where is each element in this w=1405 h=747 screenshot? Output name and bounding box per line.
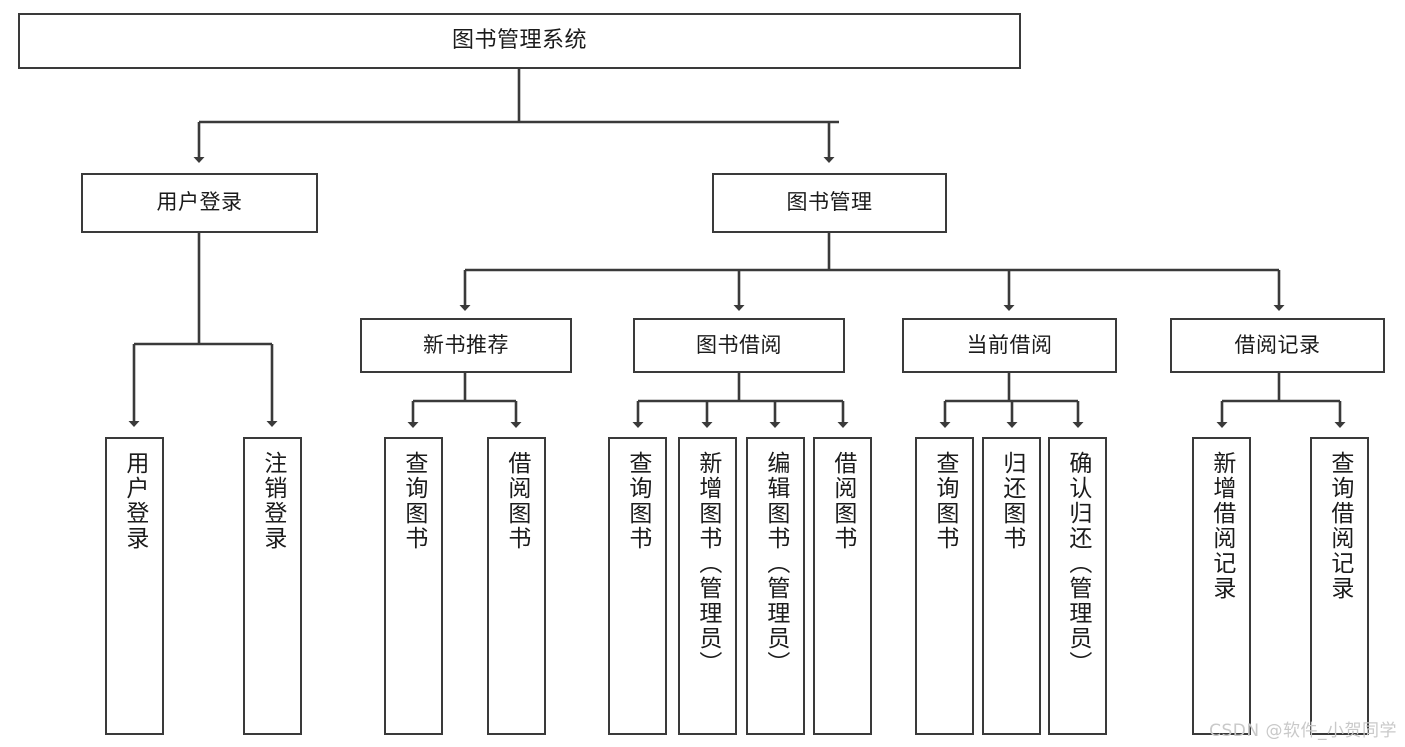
node-leaf-borrow-book-2-label: 借阅图书: [829, 451, 856, 551]
node-borrow-record[interactable]: 借阅记录: [1170, 318, 1385, 373]
node-leaf-query-book-3-label: 查询图书: [931, 451, 958, 551]
csdn-watermark: CSDN @软件_小贺同学: [1209, 721, 1397, 741]
node-leaf-return-book[interactable]: 归还图书: [982, 437, 1041, 735]
node-leaf-add-record[interactable]: 新增借阅记录: [1192, 437, 1251, 735]
node-borrow-record-label: 借阅记录: [1234, 332, 1321, 357]
node-root[interactable]: 图书管理系统: [18, 13, 1021, 69]
node-leaf-logout-login[interactable]: 注销登录: [243, 437, 302, 735]
node-book-borrow[interactable]: 图书借阅: [633, 318, 845, 373]
node-leaf-query-book-1[interactable]: 查询图书: [384, 437, 443, 735]
node-user-login[interactable]: 用户登录: [81, 173, 318, 233]
node-new-book-recommend-label: 新书推荐: [423, 332, 509, 357]
node-book-management-label: 图书管理: [786, 190, 873, 215]
node-leaf-confirm-return-label: 确认归还（管理员）: [1064, 451, 1091, 676]
node-leaf-user-login-label: 用户登录: [121, 451, 148, 551]
node-leaf-query-record-label: 查询借阅记录: [1326, 451, 1353, 601]
node-leaf-borrow-book-1[interactable]: 借阅图书: [487, 437, 546, 735]
node-leaf-add-book-label: 新增图书（管理员）: [694, 451, 721, 676]
node-book-management[interactable]: 图书管理: [712, 173, 947, 233]
node-leaf-query-book-3[interactable]: 查询图书: [915, 437, 974, 735]
node-current-borrow-label: 当前借阅: [966, 332, 1053, 357]
node-user-login-label: 用户登录: [156, 190, 243, 215]
node-leaf-add-book[interactable]: 新增图书（管理员）: [678, 437, 737, 735]
node-leaf-return-book-label: 归还图书: [998, 451, 1025, 551]
node-leaf-confirm-return[interactable]: 确认归还（管理员）: [1048, 437, 1107, 735]
node-leaf-logout-login-label: 注销登录: [259, 451, 286, 551]
node-new-book-recommend[interactable]: 新书推荐: [360, 318, 572, 373]
node-leaf-edit-book-label: 编辑图书（管理员）: [762, 451, 789, 676]
node-leaf-query-record[interactable]: 查询借阅记录: [1310, 437, 1369, 735]
node-leaf-edit-book[interactable]: 编辑图书（管理员）: [746, 437, 805, 735]
node-leaf-query-book-1-label: 查询图书: [400, 451, 427, 551]
node-current-borrow[interactable]: 当前借阅: [902, 318, 1117, 373]
node-root-label: 图书管理系统: [451, 27, 587, 53]
node-leaf-add-record-label: 新增借阅记录: [1208, 451, 1235, 601]
node-leaf-query-book-2-label: 查询图书: [624, 451, 651, 551]
node-book-borrow-label: 图书借阅: [696, 332, 782, 357]
node-leaf-borrow-book-1-label: 借阅图书: [503, 451, 530, 551]
node-leaf-user-login[interactable]: 用户登录: [105, 437, 164, 735]
node-leaf-borrow-book-2[interactable]: 借阅图书: [813, 437, 872, 735]
node-leaf-query-book-2[interactable]: 查询图书: [608, 437, 667, 735]
